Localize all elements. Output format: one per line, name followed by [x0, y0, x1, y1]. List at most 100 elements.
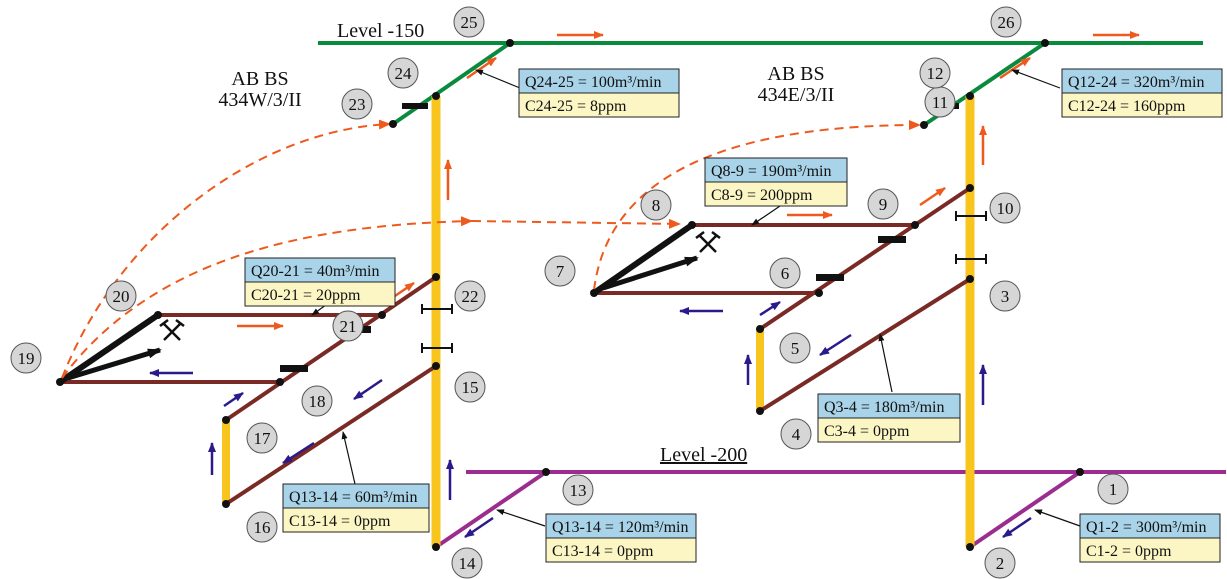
node-13: 13	[562, 474, 594, 506]
dashed-flow-curves	[61, 119, 921, 379]
branch-1-2	[968, 470, 1082, 549]
west-drifts	[60, 275, 438, 506]
flow-rate-text: Q1-2 = 300m³/min	[1086, 519, 1206, 536]
face-arrow-west	[67, 347, 162, 381]
face-7-8	[592, 222, 694, 296]
mining-hammers-icon	[159, 319, 185, 341]
flow-rate-text: Q8-9 = 190m³/min	[711, 163, 831, 180]
branch-23-25	[391, 41, 512, 126]
node-label: 25	[461, 13, 478, 32]
node-7: 7	[544, 255, 576, 287]
node-label: 20	[113, 287, 130, 306]
level-150-label: Level -150	[337, 20, 424, 42]
node-24: 24	[387, 57, 419, 89]
node-label: 5	[791, 339, 800, 358]
node-label: 4	[792, 425, 801, 444]
node-label: 23	[349, 95, 366, 114]
concentration-text: C1-2 = 0ppm	[1086, 543, 1172, 560]
node-22: 22	[454, 280, 486, 312]
node-3: 3	[989, 280, 1021, 312]
node-10: 10	[989, 192, 1021, 224]
node-label: 24	[395, 64, 413, 83]
flow-rate-text: Q24-25 = 100m³/min	[525, 74, 661, 91]
node-23: 23	[341, 88, 373, 120]
node-label: 15	[462, 378, 479, 397]
node-label: 9	[879, 195, 888, 214]
node-5: 5	[779, 332, 811, 364]
node-label: 21	[340, 317, 357, 336]
node-label: 6	[781, 264, 790, 283]
node-label: 14	[459, 554, 477, 573]
flow-rate-text: Q13-14 = 60m³/min	[289, 489, 417, 506]
concentration-text: C3-4 = 0ppm	[824, 423, 910, 440]
node-14: 14	[451, 547, 483, 579]
node-label: 8	[652, 196, 661, 215]
concentration-text: C8-9 = 200ppm	[711, 187, 813, 204]
node-label: 19	[18, 349, 35, 368]
branch-13-14	[434, 470, 548, 549]
node-4: 4	[780, 418, 812, 450]
face-19-20	[58, 312, 160, 385]
concentration-text: C13-14 = 0ppm	[289, 513, 391, 530]
junction-dots	[56, 39, 1084, 551]
node-9: 9	[867, 188, 899, 220]
node-16: 16	[246, 511, 278, 543]
node-label: 2	[996, 554, 1005, 573]
node-label: 16	[254, 518, 271, 537]
concentration-text: C13-14 = 0ppm	[552, 543, 654, 560]
node-6: 6	[769, 257, 801, 289]
node-19: 19	[10, 342, 42, 374]
node-15: 15	[454, 371, 486, 403]
node-label: 13	[570, 481, 587, 500]
node-8: 8	[640, 189, 672, 221]
node-20: 20	[105, 280, 137, 312]
concentration-text: C12-24 = 160ppm	[1068, 98, 1186, 115]
node-label: 17	[254, 429, 272, 448]
node-25: 25	[453, 6, 485, 38]
node-12: 12	[919, 57, 951, 89]
flow-rate-text: Q20-21 = 40m³/min	[251, 263, 379, 280]
node-label: 11	[932, 93, 948, 112]
node-26: 26	[990, 6, 1022, 38]
flow-rate-text: Q3-4 = 180m³/min	[824, 399, 944, 416]
flow-rate-text: Q12-24 = 320m³/min	[1068, 74, 1204, 91]
node-label: 1	[1109, 480, 1118, 499]
node-label: 12	[927, 64, 944, 83]
node-label: 18	[309, 392, 326, 411]
face-arrow-east	[602, 255, 699, 291]
leader-lines	[311, 69, 1081, 527]
section-east-title-1: AB BS	[767, 63, 824, 85]
node-1: 1	[1097, 473, 1129, 505]
concentration-text: C24-25 = 8ppm	[525, 98, 627, 115]
level-200-label: Level -200	[660, 444, 747, 466]
node-label: 10	[997, 199, 1014, 218]
mining-hammers-icon	[695, 231, 721, 253]
stoppings	[421, 211, 987, 353]
section-west-title-2: 434W/3/II	[218, 89, 301, 111]
node-17: 17	[246, 422, 278, 454]
flow-rate-text: Q13-14 = 120m³/min	[552, 519, 688, 536]
node-label: 7	[556, 262, 565, 281]
east-drifts	[594, 186, 972, 413]
flow-arrows-used	[237, 31, 1140, 330]
node-label: 3	[1001, 287, 1010, 306]
concentration-text: C20-21 = 20ppm	[251, 287, 361, 304]
regulators	[280, 103, 959, 372]
node-label: 26	[998, 13, 1015, 32]
flow-arrows-fresh	[149, 300, 1032, 539]
node-18: 18	[301, 385, 333, 417]
node-2: 2	[984, 547, 1016, 579]
node-21: 21	[332, 310, 364, 342]
node-11: 11	[924, 86, 956, 118]
